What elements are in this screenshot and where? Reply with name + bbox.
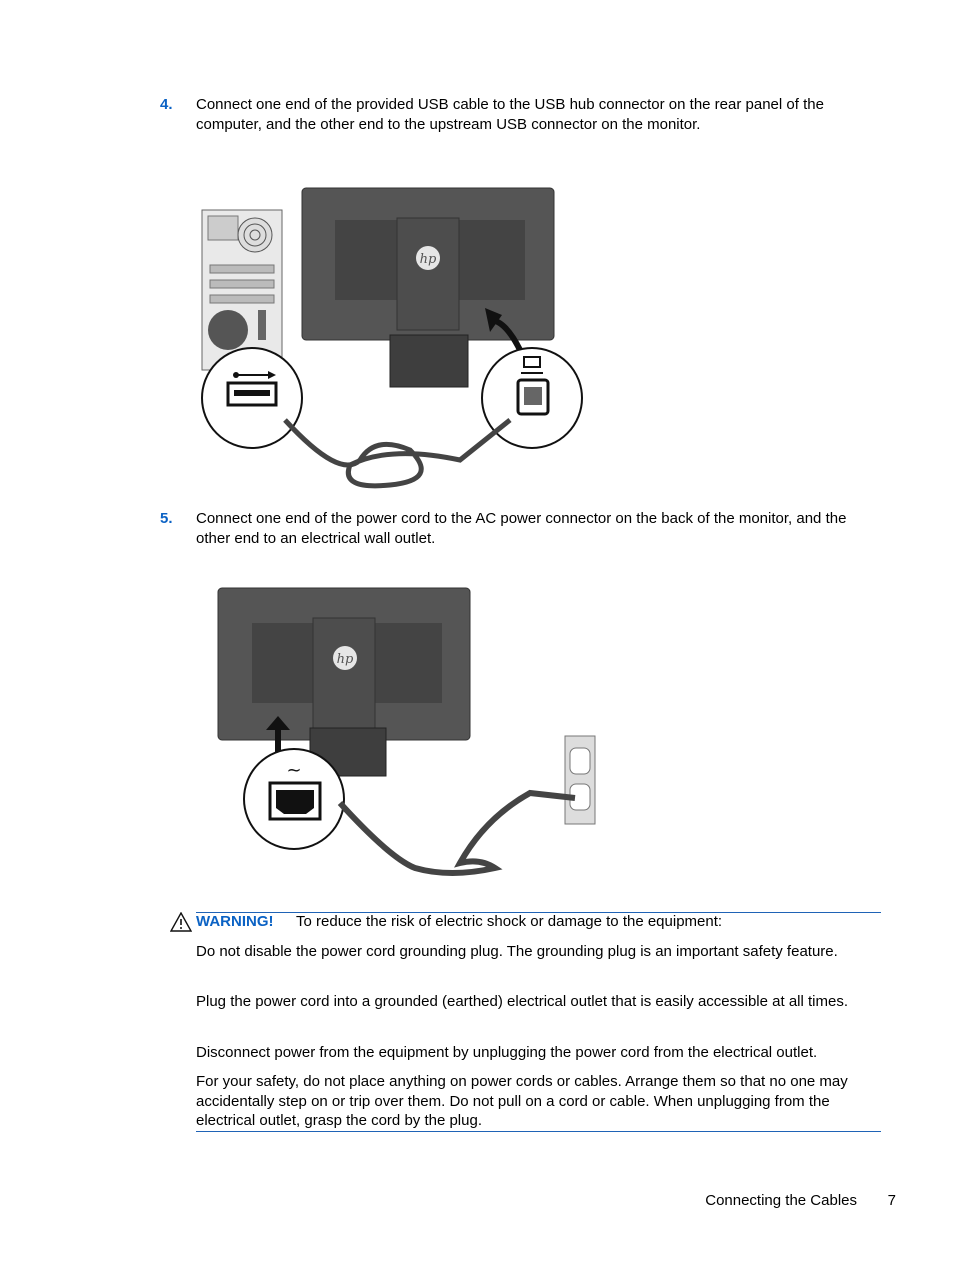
warning-paragraph: Disconnect power from the equipment by u…	[196, 1044, 818, 1061]
monitor-back: hp	[217, 587, 471, 777]
warning-triangle-icon	[170, 912, 192, 932]
computer-upstream-icon	[521, 356, 543, 374]
warning-paragraph: For your safety, do not place anything o…	[196, 1073, 848, 1129]
ac-power-port-callout: ~	[243, 748, 345, 850]
step-4: 4. Connect one end of the provided USB c…	[160, 95, 880, 135]
wall-outlet	[564, 735, 596, 825]
footer-section-title: Connecting the Cables	[705, 1192, 857, 1209]
usb-icon	[233, 371, 276, 379]
monitor-back: hp	[301, 187, 555, 388]
warning-block: WARNING! To reduce the risk of electric …	[170, 910, 881, 1132]
svg-text:hp: hp	[337, 652, 354, 667]
step-number: 5.	[160, 510, 173, 527]
step-text: Connect one end of the power cord to the…	[196, 510, 847, 547]
warning-label: WARNING!	[196, 913, 274, 930]
page-number: 7	[887, 1192, 896, 1209]
page-footer: Connecting the Cables 7	[600, 1192, 900, 1212]
usb-a-port-callout	[201, 347, 303, 449]
ac-tilde-icon: ~	[286, 760, 301, 781]
warning-paragraph: Do not disable the power cord grounding …	[196, 943, 838, 960]
step-5: 5. Connect one end of the power cord to …	[160, 509, 880, 549]
warning-intro: To reduce the risk of electric shock or …	[296, 913, 723, 930]
computer-tower	[201, 209, 283, 371]
svg-text:hp: hp	[420, 252, 437, 267]
warning-paragraph: Plug the power cord into a grounded (ear…	[196, 993, 849, 1010]
power-connection-illustration: hp ~	[210, 578, 610, 888]
step-text: Connect one end of the provided USB cabl…	[196, 96, 824, 133]
warning-top-rule	[196, 912, 881, 913]
step-number: 4.	[160, 96, 173, 113]
warning-bottom-rule	[196, 1131, 881, 1132]
usb-connection-illustration: hp	[190, 180, 590, 498]
